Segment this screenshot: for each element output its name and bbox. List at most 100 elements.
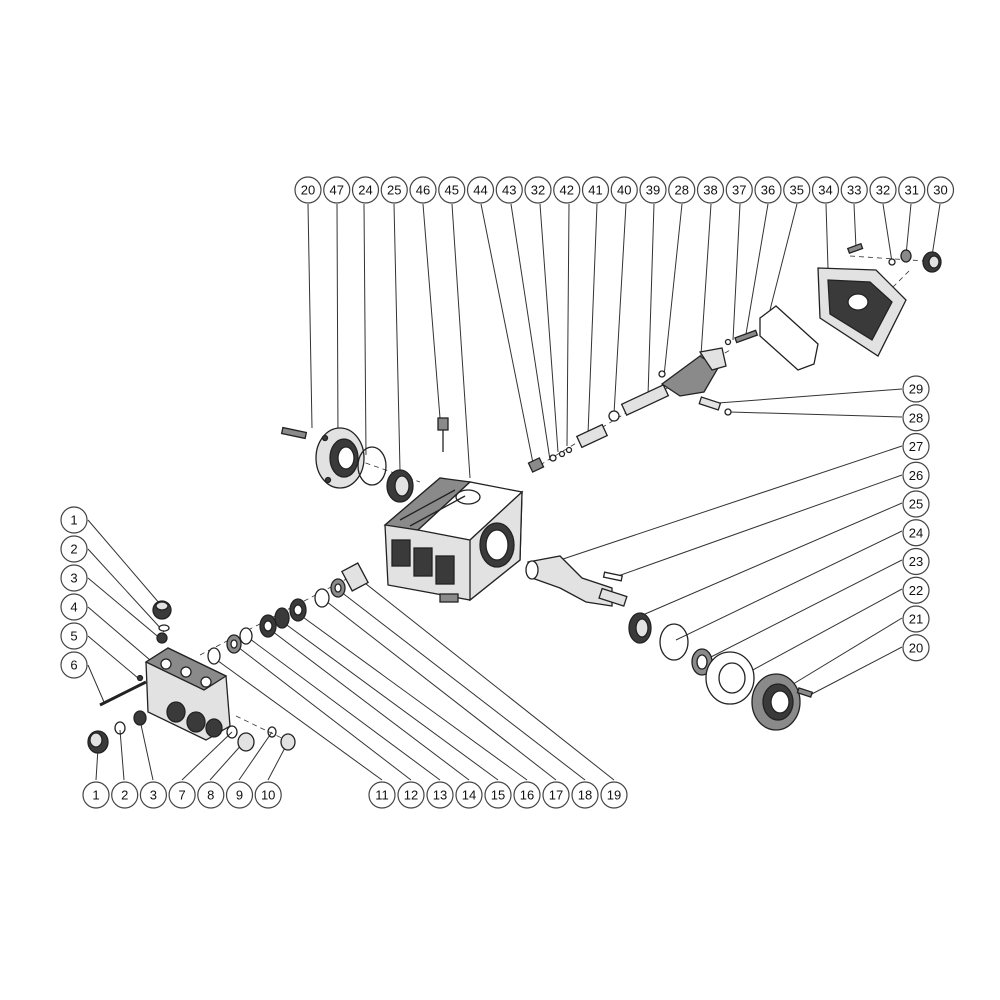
callout-label: 16: [520, 788, 534, 803]
callout-label: 25: [909, 497, 923, 512]
callout-callouts_bottom_mid-1: 12: [397, 781, 425, 809]
callout-callouts_bottom_mid-7: 18: [571, 781, 599, 809]
crankcase-part: [383, 477, 524, 603]
callout-label: 8: [207, 788, 214, 803]
callout-callouts_left-5: 6: [60, 651, 88, 679]
assembly-axes: [199, 255, 941, 743]
callout-callouts_top-22: 30: [926, 176, 955, 204]
callout-label: 5: [70, 629, 77, 644]
callout-callouts_right-0: 29: [902, 375, 930, 403]
parts: [87, 242, 942, 754]
front-cover-part: [751, 673, 801, 731]
callout-callouts_left-2: 3: [60, 564, 88, 592]
callout-callouts_right-3: 26: [902, 461, 930, 489]
callout-callouts_bottom_mid-4: 15: [484, 781, 512, 809]
callout-label: 33: [847, 183, 861, 198]
callout-callouts_top-4: 46: [409, 176, 437, 204]
callout-callouts_bottom_mid-0: 11: [368, 781, 396, 809]
callout-callouts_top-18: 34: [811, 176, 840, 204]
callout-callouts_bottom_mid-8: 19: [600, 781, 628, 809]
callout-label: 41: [588, 183, 602, 198]
callout-label: 17: [549, 788, 563, 803]
callout-label: 10: [261, 788, 275, 803]
callout-label: 29: [909, 382, 923, 397]
callout-label: 45: [445, 183, 459, 198]
callout-label: 3: [70, 571, 77, 586]
bearing-right-part: [628, 612, 652, 644]
callout-callouts_left-1: 2: [60, 535, 88, 563]
callout-label: 31: [905, 183, 919, 198]
callout-callouts_bottom_mid-6: 17: [542, 781, 570, 809]
callout-callouts_top-2: 24: [351, 176, 380, 204]
callout-callouts_right-4: 25: [902, 490, 930, 518]
callout-label: 46: [416, 183, 430, 198]
callout-label: 23: [909, 554, 923, 569]
callout-callouts_right-1: 28: [902, 404, 930, 432]
callout-callouts_bottom_left-5: 9: [225, 781, 254, 809]
bolt-part: [280, 426, 308, 440]
callout-callouts_bottom_left-1: 2: [111, 781, 139, 809]
callout-label: 2: [70, 542, 77, 557]
callout-label: 18: [578, 788, 592, 803]
manifold-part: [144, 647, 231, 741]
callout-label: 6: [70, 658, 77, 673]
callout-label: 9: [236, 788, 243, 803]
callout-callouts_top-7: 43: [495, 176, 523, 204]
flange-gasket-part: [705, 651, 755, 705]
callout-callouts_top-16: 36: [754, 176, 782, 204]
callout-label: 38: [703, 183, 717, 198]
callout-callouts_right-5: 24: [902, 519, 930, 547]
callout-callouts_top-11: 40: [610, 176, 638, 204]
bearing-part: [386, 469, 414, 503]
bottom-plugs-part: [87, 710, 147, 754]
callout-callouts_right-8: 21: [902, 605, 930, 633]
leader-lines: [87, 203, 941, 781]
callout-label: 44: [473, 183, 487, 198]
callout-label: 28: [909, 410, 923, 425]
callout-callouts_right-2: 27: [902, 432, 930, 461]
callout-label: 32: [876, 183, 890, 198]
callout-label: 13: [433, 788, 447, 803]
callout-label: 47: [330, 183, 344, 198]
callout-label: 4: [70, 600, 77, 615]
callout-label: 22: [909, 583, 923, 598]
callout-label: 26: [909, 468, 923, 483]
callout-callouts_left-3: 4: [60, 593, 88, 621]
callout-callouts_top-1: 47: [323, 176, 351, 204]
gasket-part: [759, 305, 819, 371]
side-plugs-part: [226, 725, 296, 752]
callout-label: 32: [531, 183, 545, 198]
callout-callouts_bottom_mid-3: 14: [455, 781, 483, 809]
callout-callouts_top-10: 41: [581, 176, 610, 204]
callout-label: 30: [933, 183, 947, 198]
rear-cover-part: [315, 427, 365, 489]
callout-label: 35: [790, 183, 804, 198]
plug-part: [900, 249, 942, 273]
callout-label: 39: [646, 183, 660, 198]
callout-label: 20: [301, 183, 315, 198]
callout-label: 21: [909, 612, 923, 627]
callout-label: 3: [150, 788, 157, 803]
callout-label: 34: [818, 183, 832, 198]
callout-label: 24: [358, 183, 372, 198]
callout-callouts_top-17: 35: [783, 176, 811, 204]
dipstick-part: [437, 417, 449, 452]
callout-label: 25: [387, 183, 401, 198]
callout-callouts_right-6: 23: [902, 547, 930, 576]
callout-callouts_top-21: 31: [898, 176, 926, 204]
callout-callouts_left-4: 5: [60, 622, 88, 650]
callout-label: 1: [70, 513, 77, 528]
callout-callouts_bottom_mid-5: 16: [513, 781, 541, 809]
callout-label: 7: [178, 788, 185, 803]
callout-label: 15: [491, 788, 505, 803]
callout-label: 42: [560, 183, 574, 198]
callout-callouts_top-8: 32: [524, 176, 552, 204]
callout-label: 40: [617, 183, 631, 198]
callout-callouts_bottom_left-6: 10: [254, 781, 282, 809]
callout-callouts_top-13: 28: [668, 176, 696, 204]
callout-callouts_bottom_left-2: 3: [139, 781, 167, 809]
callout-callouts_bottom_left-3: 7: [168, 781, 196, 809]
callout-callouts_right-7: 22: [902, 576, 930, 604]
